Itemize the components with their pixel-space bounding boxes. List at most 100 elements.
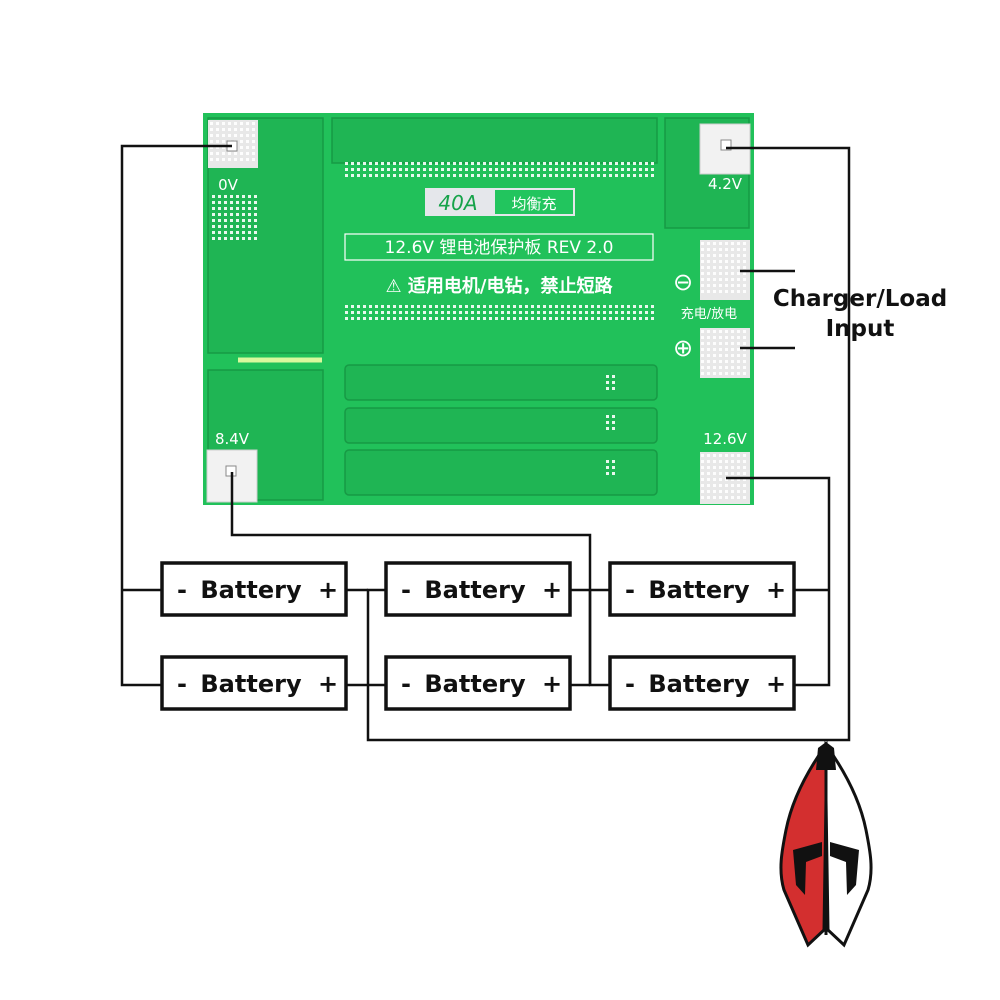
pcb-via — [351, 305, 354, 308]
pcb-via — [248, 225, 251, 228]
pcb-via — [609, 317, 612, 320]
pcb-via — [591, 305, 594, 308]
pcb-via — [234, 134, 237, 137]
wires — [120, 144, 851, 742]
pcb-via — [713, 278, 716, 281]
pcb-via — [224, 219, 227, 222]
pcb-via — [639, 311, 642, 314]
battery-body — [160, 655, 348, 711]
pcb-via — [224, 213, 227, 216]
pcb-via — [549, 317, 552, 320]
pcb-via — [612, 427, 615, 430]
pcb-via — [701, 266, 704, 269]
pcb-via — [519, 162, 522, 165]
pcb-via — [713, 330, 716, 333]
pcb-via — [731, 266, 734, 269]
pcb-via — [713, 460, 716, 463]
pcb-via — [603, 162, 606, 165]
battery-label: Battery — [200, 576, 302, 604]
pcb-via — [531, 174, 534, 177]
pcb-via — [627, 162, 630, 165]
pcb-via — [627, 311, 630, 314]
pcb-via — [429, 162, 432, 165]
pcb-via — [707, 260, 710, 263]
pcb-via — [725, 354, 728, 357]
pcb-via — [725, 472, 728, 475]
pcb-via — [731, 254, 734, 257]
pcb-via — [707, 266, 710, 269]
pcb-via — [212, 195, 215, 198]
pcb-via — [222, 152, 225, 155]
pcb-via — [242, 231, 245, 234]
pcb-via — [737, 278, 740, 281]
pcb-via — [743, 272, 746, 275]
pcb-via — [713, 266, 716, 269]
pcb-via — [399, 168, 402, 171]
pcb-via — [743, 242, 746, 245]
pcb-via — [224, 201, 227, 204]
pcb-via — [513, 162, 516, 165]
pcb-via — [483, 162, 486, 165]
pcb-via — [719, 272, 722, 275]
pcb-via — [248, 213, 251, 216]
pcb-via — [615, 174, 618, 177]
pcb-via — [537, 162, 540, 165]
pcb-via — [543, 311, 546, 314]
battery-body — [608, 655, 796, 711]
pcb-via — [645, 174, 648, 177]
pcb-via — [501, 311, 504, 314]
pcb-via — [731, 460, 734, 463]
pcb-via — [707, 366, 710, 369]
pcb-via — [453, 168, 456, 171]
pcb-via — [713, 490, 716, 493]
pcb-via — [387, 162, 390, 165]
pcb-via — [216, 158, 219, 161]
pcb-via — [240, 146, 243, 149]
pcb-via — [707, 242, 710, 245]
pcb-via — [393, 168, 396, 171]
pcb-via — [345, 317, 348, 320]
pcb-via — [701, 272, 704, 275]
battery-label: Battery — [424, 576, 526, 604]
pcb-via — [477, 317, 480, 320]
pcb-via — [725, 466, 728, 469]
pcb-via — [369, 305, 372, 308]
pcb-via — [240, 152, 243, 155]
battery-label: Battery — [424, 670, 526, 698]
pcb-via — [216, 128, 219, 131]
pcb-via — [713, 478, 716, 481]
pcb-via — [357, 305, 360, 308]
pcb-via — [731, 484, 734, 487]
pcb-via — [417, 168, 420, 171]
pcb-via — [252, 140, 255, 143]
pcb-via — [459, 168, 462, 171]
pcb-via — [242, 219, 245, 222]
pcb-via — [597, 162, 600, 165]
pcb-via — [567, 162, 570, 165]
pcb-via — [719, 460, 722, 463]
pcb-via — [573, 311, 576, 314]
pcb-via — [387, 317, 390, 320]
pcb-via — [212, 213, 215, 216]
pcb-via — [731, 260, 734, 263]
pcb-via — [246, 152, 249, 155]
pcb-via — [495, 305, 498, 308]
pcb-via — [612, 381, 615, 384]
pcb-via — [743, 290, 746, 293]
pcb-via — [606, 460, 609, 463]
battery-body — [608, 561, 796, 617]
pcb-via — [210, 140, 213, 143]
pcb-via — [252, 122, 255, 125]
pcb-via — [453, 174, 456, 177]
pcb-via — [639, 162, 642, 165]
pcb-via — [585, 174, 588, 177]
pcb-via — [719, 260, 722, 263]
pcb-via — [737, 360, 740, 363]
pcb-via — [743, 484, 746, 487]
pcb-via — [495, 317, 498, 320]
pcb-via — [531, 317, 534, 320]
pcb-via — [707, 254, 710, 257]
pcb-via — [453, 162, 456, 165]
pcb-via — [216, 134, 219, 137]
